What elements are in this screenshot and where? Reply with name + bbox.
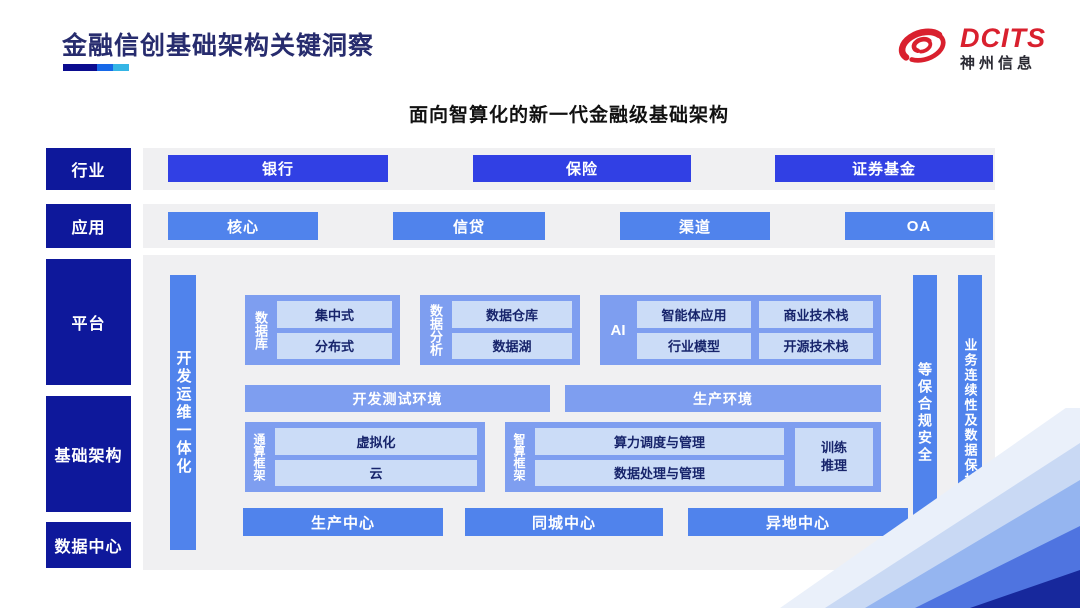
ai-item-opensource-stack: 开源技术栈 xyxy=(759,332,873,359)
intelligent-computing-framework-group: 智算框架 算力调度与管理 数据处理与管理 训练 推理 xyxy=(505,422,881,492)
general-computing-framework-group: 通算框架 虚拟化 云 xyxy=(245,422,485,492)
database-item-centralized: 集中式 xyxy=(277,301,392,328)
dev-test-environment-bar: 开发测试环境 xyxy=(245,385,550,412)
layer-label-application: 应用 xyxy=(46,204,131,248)
data-analysis-item-lake: 数据湖 xyxy=(452,332,572,359)
general-framework-item-virtualization: 虚拟化 xyxy=(275,428,477,455)
title-underline xyxy=(63,64,129,71)
application-item-credit: 信贷 xyxy=(393,212,545,240)
industry-item-insurance: 保险 xyxy=(473,155,691,182)
devops-vertical-bar: 开发运维一体化 xyxy=(170,275,196,550)
underline-segment-dark xyxy=(63,64,97,71)
industry-item-securities: 证券基金 xyxy=(775,155,993,182)
general-computing-framework-label: 通算框架 xyxy=(252,433,266,481)
ai-framework-item-data-processing: 数据处理与管理 xyxy=(535,459,784,486)
layer-label-industry: 行业 xyxy=(46,148,131,190)
ai-framework-item-compute-scheduling: 算力调度与管理 xyxy=(535,428,784,455)
page-title: 金融信创基础架构关键洞察 xyxy=(62,32,375,60)
ai-item-agent-app: 智能体应用 xyxy=(637,301,751,328)
layer-label-infrastructure: 基础架构 xyxy=(46,396,131,512)
intelligent-computing-framework-label: 智算框架 xyxy=(512,433,526,481)
production-environment-bar: 生产环境 xyxy=(565,385,881,412)
diagram-subtitle: 面向智算化的新一代金融级基础架构 xyxy=(408,105,729,126)
inference-line: 推理 xyxy=(820,458,847,473)
data-analysis-item-warehouse: 数据仓库 xyxy=(452,301,572,328)
layer-label-datacenter: 数据中心 xyxy=(46,522,131,568)
center-production: 生产中心 xyxy=(243,508,443,536)
application-item-channel: 渠道 xyxy=(620,212,770,240)
underline-segment-blue xyxy=(97,64,113,71)
logo-brand-text: DCITS xyxy=(960,23,1046,54)
swirl-logo-icon xyxy=(894,18,952,79)
ai-item-commercial-stack: 商业技术栈 xyxy=(759,301,873,328)
layer-label-platform: 平台 xyxy=(46,259,131,385)
application-item-oa: OA xyxy=(845,212,993,240)
application-item-core: 核心 xyxy=(168,212,318,240)
ai-item-industry-model: 行业模型 xyxy=(637,332,751,359)
ai-framework-item-training-inference: 训练 推理 xyxy=(795,428,873,486)
data-analysis-group-label: 数据分析 xyxy=(428,304,443,356)
data-analysis-group: 数据分析 数据仓库 数据湖 xyxy=(420,295,580,365)
corner-diagonal-decoration xyxy=(780,398,1080,608)
company-logo: DCITS 神州信息 xyxy=(894,18,1046,79)
ai-group-label: AI xyxy=(610,321,626,339)
industry-row: 银行 保险 证券基金 xyxy=(143,148,995,190)
logo-company-text: 神州信息 xyxy=(960,55,1037,73)
training-line: 训练 xyxy=(820,439,847,455)
database-item-distributed: 分布式 xyxy=(277,332,392,359)
application-row: 核心 信贷 渠道 OA xyxy=(143,204,995,248)
center-same-city: 同城中心 xyxy=(465,508,663,536)
general-framework-item-cloud: 云 xyxy=(275,459,477,486)
database-group-label: 数据库 xyxy=(253,310,268,350)
database-group: 数据库 集中式 分布式 xyxy=(245,295,400,365)
industry-item-bank: 银行 xyxy=(168,155,388,182)
underline-segment-cyan xyxy=(113,64,129,71)
center-remote: 异地中心 xyxy=(688,508,908,536)
ai-group: AI 智能体应用 商业技术栈 行业模型 开源技术栈 xyxy=(600,295,881,365)
